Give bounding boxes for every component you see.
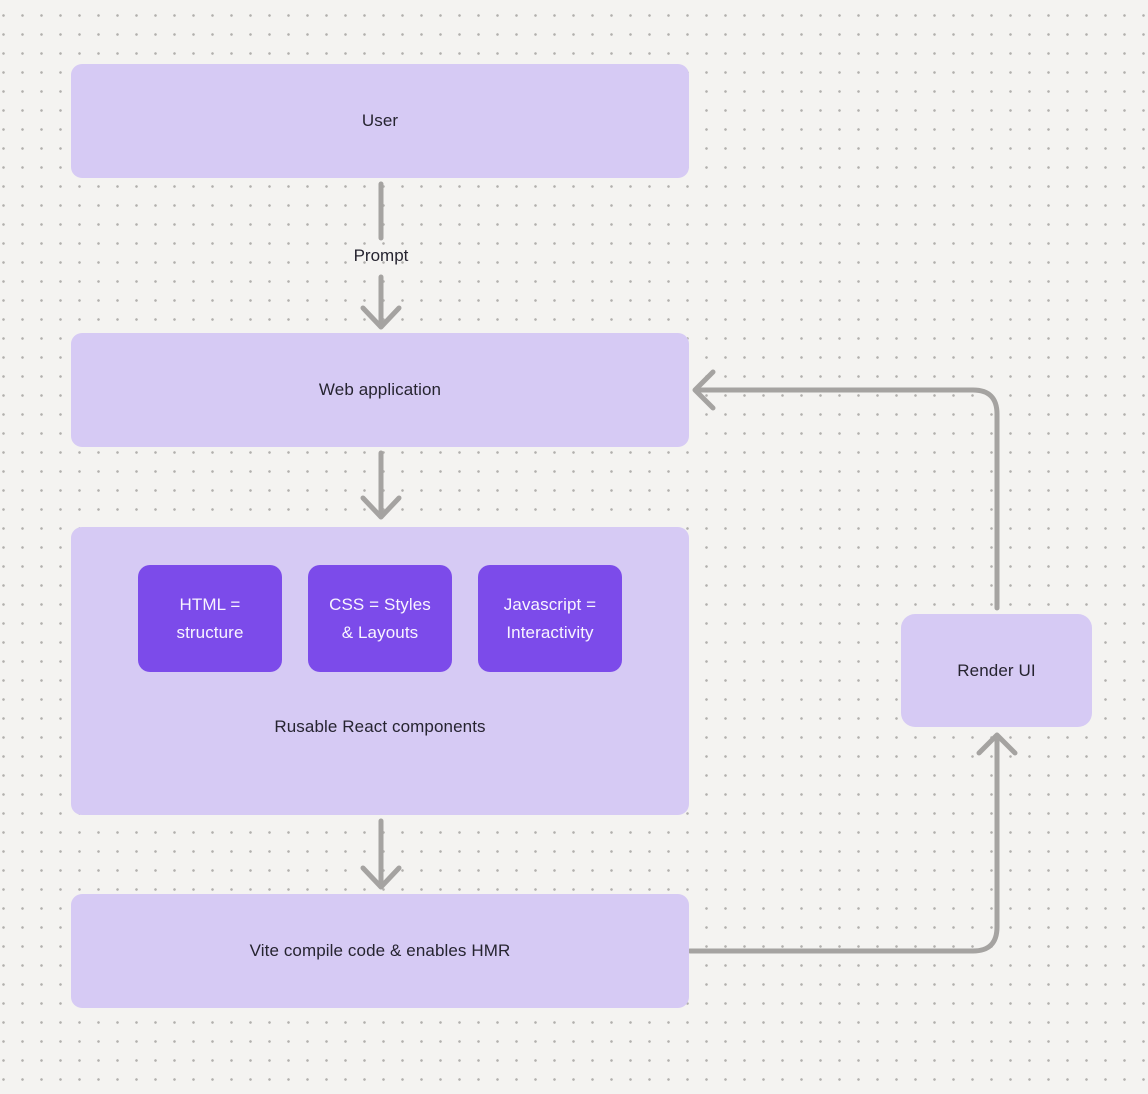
arrowhead-left-webapp-icon [692,369,716,411]
node-vite[interactable]: Vite compile code & enables HMR [71,894,689,1008]
node-html-structure[interactable]: HTML = structure [138,565,282,672]
node-css-styles[interactable]: CSS = Styles & Layouts [308,565,452,672]
html-block-line2: structure [176,622,244,642]
node-vite-label: Vite compile code & enables HMR [249,941,511,960]
html-block-line1: HTML = [179,594,241,614]
node-web-application-label: Web application [318,380,442,399]
node-render-ui-label: Render UI [957,660,1036,680]
node-web-application[interactable]: Web application [71,333,689,447]
node-user[interactable]: User [71,64,689,178]
arrow-vite-to-renderui [687,738,1000,954]
js-block-line1: Javascript = [503,594,597,614]
arrowhead-down-vite-icon [360,865,402,890]
node-user-label: User [361,111,399,130]
edge-label-prompt: Prompt [353,246,409,265]
arrowhead-down-webapp-icon [360,305,402,330]
js-block-line2: Interactivity [506,622,594,642]
react-container-caption: Rusable React components [274,717,486,736]
arrowhead-up-renderui-icon [976,732,1018,756]
arrowhead-down-container-icon [360,495,402,520]
arrow-renderui-to-webapp [698,387,1000,611]
css-block-line2: & Layouts [341,622,419,642]
node-react-container[interactable]: HTML = structure CSS = Styles & Layouts … [71,527,689,815]
node-render-ui[interactable]: Render UI [901,614,1092,727]
css-block-line1: CSS = Styles [329,594,431,614]
node-javascript-interactivity[interactable]: Javascript = Interactivity [478,565,622,672]
